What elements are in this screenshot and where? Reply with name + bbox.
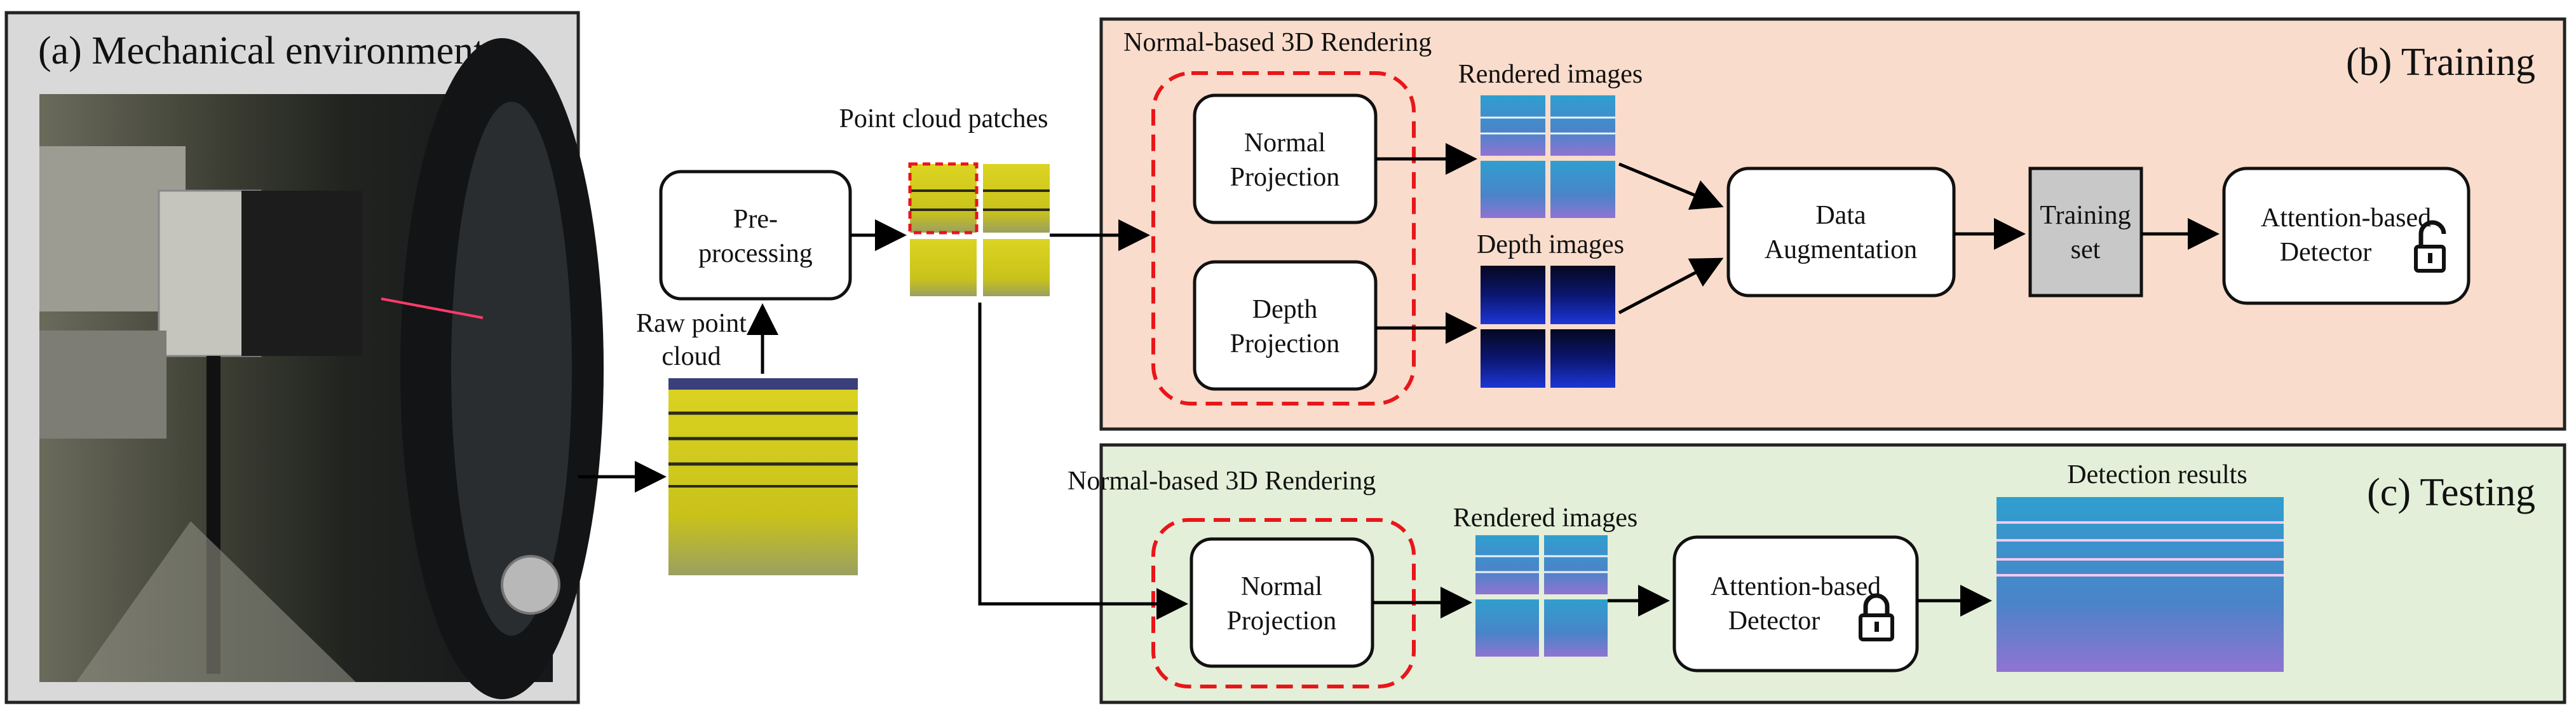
- train-normal-projection-line2: Projection: [1230, 163, 1340, 192]
- selected-patch-highlight: [908, 162, 979, 235]
- test-detector-line2: Detector: [1728, 606, 1820, 636]
- arrow-patches-to-test-rendering: [978, 303, 1188, 620]
- train-rendered-images: [1481, 95, 1615, 218]
- unlock-shackle: [2418, 220, 2446, 245]
- depth-tile-4: [1550, 329, 1615, 388]
- train-rendered-tile-1: [1481, 95, 1545, 156]
- test-detector-box: Attention-based Detector: [1672, 535, 1919, 673]
- training-set-line1: Training: [2040, 201, 2131, 230]
- test-rendering-group-label: Normal-based 3D Rendering: [1068, 467, 1376, 496]
- wheel-hub: [501, 555, 560, 615]
- test-normal-projection-line2: Projection: [1227, 606, 1337, 636]
- depth-tile-2: [1550, 266, 1615, 324]
- train-normal-projection-line1: Normal: [1244, 128, 1325, 158]
- lock-icon: [1859, 593, 1894, 641]
- train-normal-projection-frame: [1193, 93, 1378, 224]
- data-augmentation-box: Data Augmentation: [1726, 167, 1956, 297]
- lock-shackle: [1863, 593, 1890, 615]
- train-rendering-group-outline: [1151, 71, 1416, 406]
- test-rendered-tile-4: [1544, 599, 1608, 657]
- point-cloud-patches: Point cloud patches: [839, 104, 1050, 296]
- depth-projection-line2: Projection: [1230, 329, 1340, 359]
- test-normal-projection-frame: [1190, 537, 1374, 668]
- test-normal-projection-box: Normal Projection: [1190, 537, 1374, 668]
- depth-projection-frame: [1193, 260, 1378, 391]
- data-augmentation-line1: Data: [1815, 201, 1866, 230]
- train-detector-box: Attention-based Detector: [2222, 167, 2471, 305]
- training-set-box: Training set: [2028, 167, 2143, 297]
- training-set-frame: [2028, 167, 2143, 297]
- testing-panel-title: (c) Testing: [2367, 471, 2535, 514]
- patch-bottom-right: [983, 239, 1050, 296]
- train-detector-line1: Attention-based: [2261, 203, 2431, 233]
- unlock-keyhole: [2428, 253, 2432, 263]
- laser-sensor: [241, 191, 362, 356]
- test-normal-projection-line1: Normal: [1241, 572, 1322, 601]
- train-depth-images: [1481, 266, 1615, 388]
- test-detector-line1: Attention-based: [1711, 572, 1881, 601]
- raw-point-cloud: Raw point cloud: [636, 309, 858, 575]
- unlock-body: [2414, 245, 2446, 273]
- arrow-depth-to-augmentation: [1618, 257, 1724, 315]
- unlock-icon: [2414, 220, 2446, 273]
- data-augmentation-frame: [1726, 167, 1956, 297]
- patch-bottom-left: [910, 239, 977, 296]
- detection-results-background: [1996, 497, 2284, 672]
- training-set-line2: set: [2071, 235, 2101, 264]
- floor-frame: [76, 521, 356, 682]
- preprocessing-label-line1: Pre-: [733, 205, 778, 234]
- train-normal-projection-box: Normal Projection: [1193, 93, 1378, 224]
- train-rendered-tile-3: [1481, 161, 1545, 218]
- raw-point-cloud-label-line2: cloud: [661, 342, 721, 371]
- detection-results-image: [1996, 497, 2284, 672]
- patch-top-right: [983, 164, 1050, 233]
- data-augmentation-line2: Augmentation: [1765, 235, 1917, 264]
- train-rendered-images-label: Rendered images: [1458, 60, 1643, 89]
- arrow-rendered-to-augmentation: [1618, 162, 1724, 210]
- train-detector-frame: [2222, 167, 2471, 305]
- mechanical-panel-title: (a) Mechanical environment: [38, 29, 484, 72]
- depth-tile-1: [1481, 266, 1545, 324]
- train-depth-images-label: Depth images: [1477, 230, 1624, 259]
- tire-sidewall: [451, 102, 572, 636]
- patch-top-left: [910, 164, 977, 233]
- test-rendered-tile-3: [1475, 599, 1539, 657]
- test-rendered-tile-1: [1475, 535, 1539, 594]
- preprocessing-box: Pre- processing: [659, 170, 852, 301]
- depth-projection-line1: Depth: [1252, 295, 1318, 324]
- train-detector-line2: Detector: [2280, 238, 2372, 267]
- frame-block: [39, 331, 166, 439]
- test-detector-frame: [1672, 535, 1919, 673]
- depth-projection-box: Depth Projection: [1193, 260, 1378, 391]
- training-panel-title: (b) Training: [2346, 41, 2535, 84]
- preprocessing-label-line2: processing: [698, 239, 813, 268]
- mechanical-panel: (a) Mechanical environment: [4, 11, 604, 704]
- train-rendering-group-label: Normal-based 3D Rendering: [1123, 28, 1432, 57]
- flow-arrows: [578, 143, 2220, 620]
- test-rendered-images-label: Rendered images: [1453, 503, 1637, 533]
- test-rendered-tile-2: [1544, 535, 1608, 594]
- train-rendered-tile-2: [1550, 95, 1615, 156]
- test-rendered-images: [1475, 535, 1608, 657]
- point-cloud-patches-label: Point cloud patches: [839, 104, 1048, 133]
- raw-point-cloud-top-band: [668, 378, 858, 390]
- lock-keyhole: [1874, 622, 1879, 632]
- detection-results-label: Detection results: [2067, 460, 2247, 489]
- preprocessing-box-frame: [659, 170, 852, 301]
- depth-tile-3: [1481, 329, 1545, 388]
- raw-point-cloud-image: [668, 378, 858, 575]
- laser-line: [381, 297, 484, 319]
- train-rendered-tile-4: [1550, 161, 1615, 218]
- raw-point-cloud-label-line1: Raw point: [636, 309, 747, 338]
- mechanical-photo: [39, 38, 604, 699]
- lock-body: [1859, 613, 1894, 641]
